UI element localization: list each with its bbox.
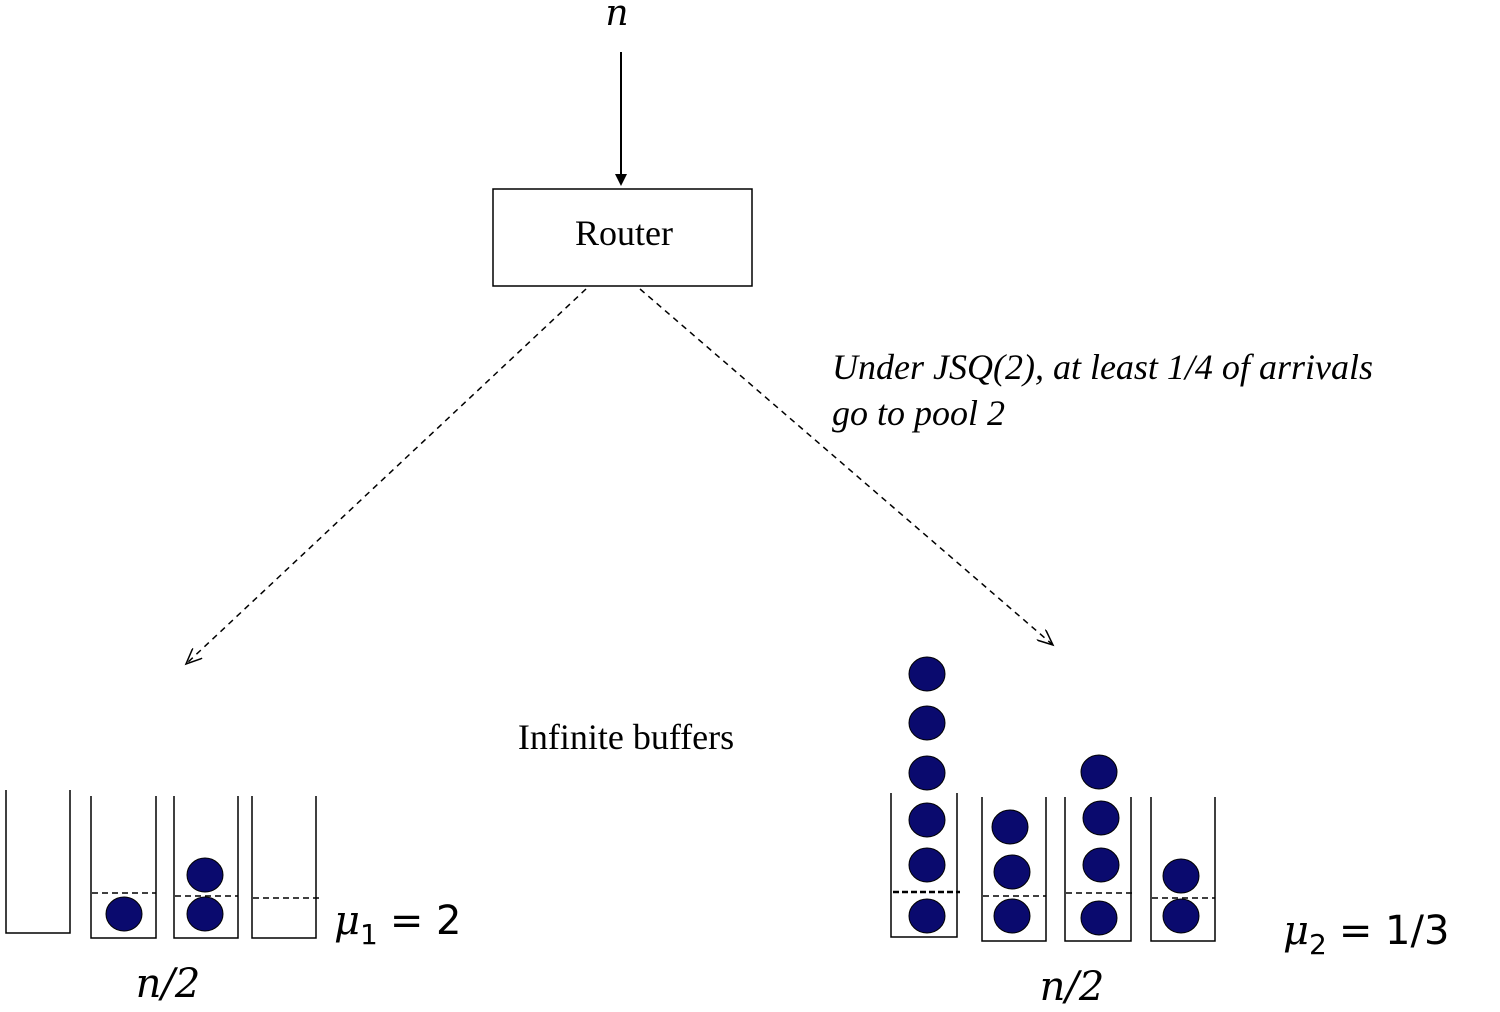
job-circle — [908, 898, 946, 934]
pool-1 — [5, 790, 320, 939]
job-circle — [186, 857, 224, 893]
arrival-label: n — [605, 0, 628, 34]
job-circle — [993, 854, 1031, 890]
queue-pool-2-server-3 — [1064, 797, 1135, 942]
pool-1-rate-value: = 2 — [390, 898, 462, 944]
job-circle — [908, 847, 946, 883]
annotation-line-1: Under JSQ(2), at least 1/4 of arrivals — [832, 347, 1373, 387]
job-circle — [908, 656, 946, 692]
queue-pool-1-server-4 — [251, 796, 320, 939]
pool-2 — [890, 656, 1216, 942]
job-circle — [1082, 847, 1120, 883]
job-circle — [1082, 800, 1120, 836]
route-arrow-pool-1 — [186, 288, 587, 664]
pool-2-size-label: n/2 — [1040, 964, 1105, 1010]
job-circle — [908, 755, 946, 791]
job-circle — [991, 809, 1029, 845]
pool-1-rate-label: μ1 = 2 — [334, 898, 462, 951]
queue-pool-2-server-1 — [890, 793, 960, 938]
route-arrow-pool-2 — [639, 288, 1053, 645]
queue-pool-2-server-2 — [981, 797, 1047, 942]
job-circle — [1162, 898, 1200, 934]
annotation-line-2: go to pool 2 — [832, 393, 1005, 433]
router-box — [492, 188, 753, 287]
queue-pool-2-server-4 — [1150, 797, 1216, 942]
pool-2-rate-subscript: 2 — [1309, 928, 1327, 961]
job-circle — [186, 896, 224, 932]
buffers-label: Infinite buffers — [518, 717, 734, 757]
pool-2-rate-label: μ2 = 1/3 — [1283, 908, 1449, 961]
job-circle — [908, 705, 946, 741]
router-label: Router — [575, 213, 673, 253]
pool-2-rate-symbol: μ — [1283, 908, 1309, 954]
queue-pool-1-server-2 — [90, 796, 157, 939]
pool-2-rate-value: = 1/3 — [1339, 908, 1450, 954]
pool-1-rate-subscript: 1 — [360, 918, 378, 951]
job-circle — [908, 802, 946, 838]
job-circle — [1080, 900, 1118, 936]
queue-pool-1-server-3 — [173, 796, 239, 939]
job-circle — [993, 898, 1031, 934]
queue-pool-1-server-1 — [5, 790, 71, 934]
pool-1-rate-symbol: μ — [334, 898, 360, 944]
job-circle — [1080, 754, 1118, 790]
pool-1-size-label: n/2 — [136, 961, 201, 1007]
job-circle — [105, 896, 143, 932]
job-circle — [1162, 858, 1200, 894]
